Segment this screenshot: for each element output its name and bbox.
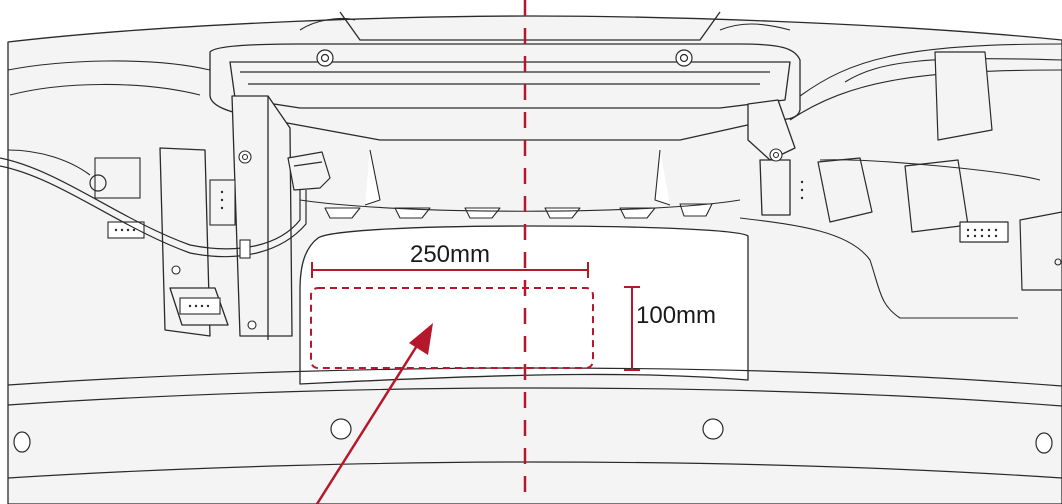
handle-bolt-right xyxy=(675,49,693,67)
right-panel-contours xyxy=(739,159,1062,319)
right-bracket xyxy=(747,99,796,216)
cable-plug xyxy=(287,151,331,191)
left-connector-pins xyxy=(114,190,224,308)
mounting-holes xyxy=(13,418,1053,454)
height-dimension xyxy=(624,286,640,371)
height-label: 100mm xyxy=(636,302,716,329)
target-zone xyxy=(310,287,594,369)
right-connector-pins xyxy=(800,180,998,238)
handle-housing xyxy=(209,11,801,141)
right-bracket-bolt xyxy=(769,148,783,162)
cable-harness xyxy=(0,157,307,258)
left-connector-blocks xyxy=(94,157,236,315)
right-connector-boxes xyxy=(817,51,1062,291)
cable-clip xyxy=(239,239,251,259)
width-dimension xyxy=(311,262,589,278)
pointer-arrow xyxy=(315,323,433,504)
width-label: 250mm xyxy=(410,241,490,268)
handle-bolt-left xyxy=(316,49,334,67)
left-bracket-bolt xyxy=(171,150,257,330)
panel-contours xyxy=(7,17,1062,176)
